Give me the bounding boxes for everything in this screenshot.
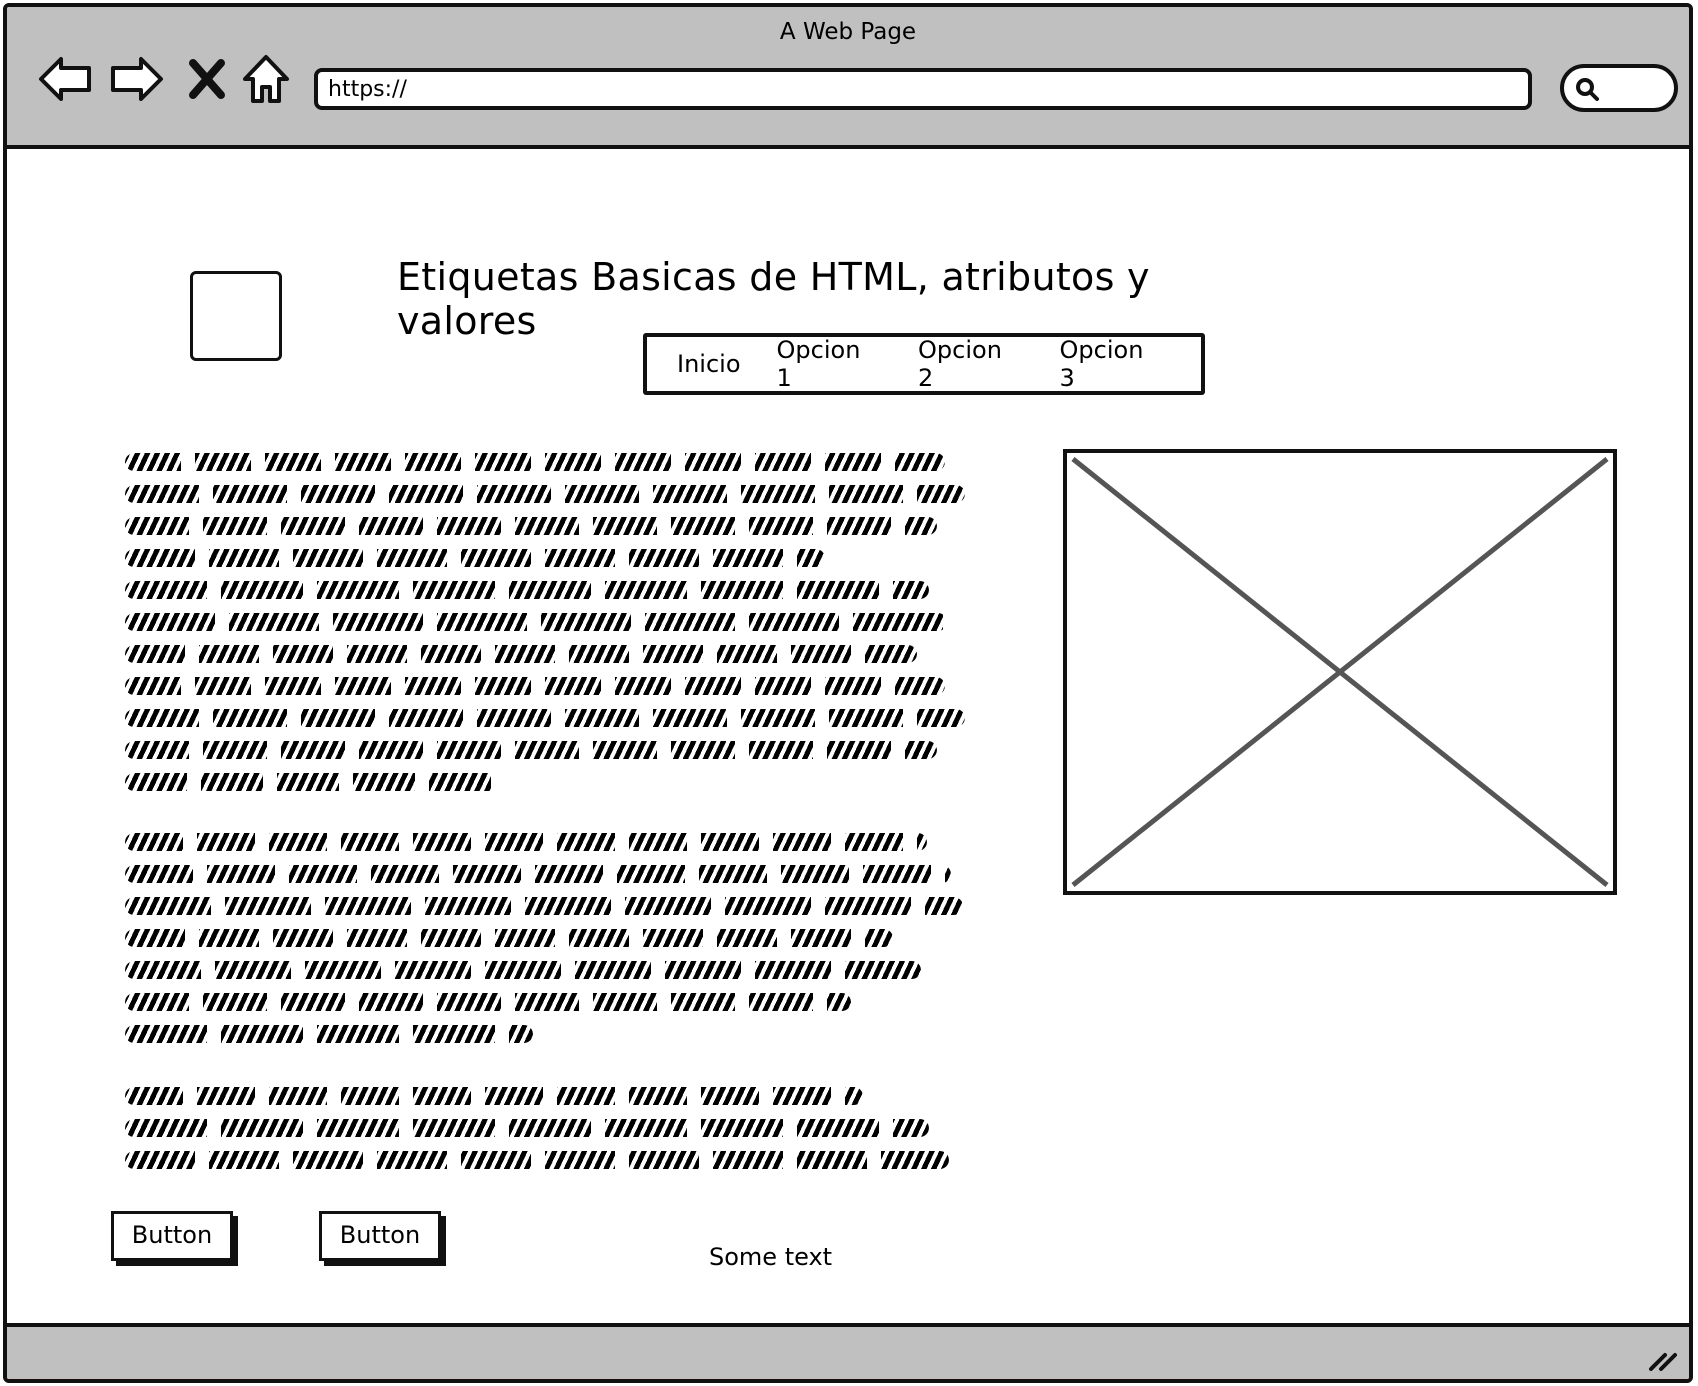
scribble-line	[125, 549, 825, 567]
scribble-line	[125, 993, 851, 1011]
menu-item-opcion-1[interactable]: Opcion 1	[776, 336, 861, 392]
scribble-line	[125, 773, 505, 791]
scribble-line	[125, 961, 921, 979]
window-title: A Web Page	[779, 19, 917, 45]
button-1[interactable]: Button	[111, 1211, 233, 1261]
back-arrow-icon[interactable]	[35, 51, 95, 107]
search-icon	[1576, 78, 1599, 101]
forward-arrow-icon[interactable]	[107, 51, 167, 107]
scribble-line	[125, 1119, 929, 1137]
home-icon[interactable]	[239, 51, 293, 107]
scribble-line	[125, 517, 937, 535]
scribble-line	[125, 833, 927, 851]
image-placeholder-icon	[1071, 457, 1609, 887]
main-menu: Inicio Opcion 1 Opcion 2 Opcion 3	[643, 333, 1205, 395]
scribble-line	[125, 741, 937, 759]
scribble-line	[125, 929, 893, 947]
browser-statusbar	[7, 1323, 1689, 1379]
scribble-line	[125, 645, 917, 663]
browser-window: A Web Page https:// Etiquetas Basicas de…	[3, 3, 1693, 1383]
scribble-line	[125, 453, 945, 471]
scribble-line	[125, 1087, 863, 1105]
scribble-line	[125, 485, 965, 503]
page-title: Etiquetas Basicas de HTML, atributos y v…	[397, 255, 1150, 343]
scribble-line	[125, 613, 947, 631]
footer-text: Some text	[709, 1243, 833, 1271]
scribble-line	[125, 897, 963, 915]
button-2[interactable]: Button	[319, 1211, 441, 1261]
menu-item-inicio[interactable]: Inicio	[677, 350, 741, 378]
scribble-line	[125, 709, 965, 727]
scribble-line	[125, 1151, 949, 1169]
url-input[interactable]: https://	[314, 68, 1532, 110]
scribble-line	[125, 1025, 533, 1043]
text-paragraph-1	[125, 453, 985, 805]
menu-item-opcion-2[interactable]: Opcion 2	[918, 336, 1002, 392]
scribble-line	[125, 581, 929, 599]
scribble-line	[125, 677, 945, 695]
stop-icon[interactable]	[185, 51, 229, 107]
page-content: Etiquetas Basicas de HTML, atributos y v…	[7, 153, 1689, 1331]
browser-titlebar: A Web Page https://	[7, 7, 1689, 149]
logo-placeholder	[190, 271, 282, 361]
text-paragraph-2	[125, 833, 985, 1057]
image-placeholder	[1063, 449, 1617, 895]
menu-item-opcion-3[interactable]: Opcion 3	[1059, 336, 1144, 392]
resize-grip-icon[interactable]	[1645, 1339, 1679, 1373]
scribble-line	[125, 865, 951, 883]
text-paragraph-3	[125, 1087, 985, 1183]
search-field[interactable]	[1560, 64, 1678, 112]
